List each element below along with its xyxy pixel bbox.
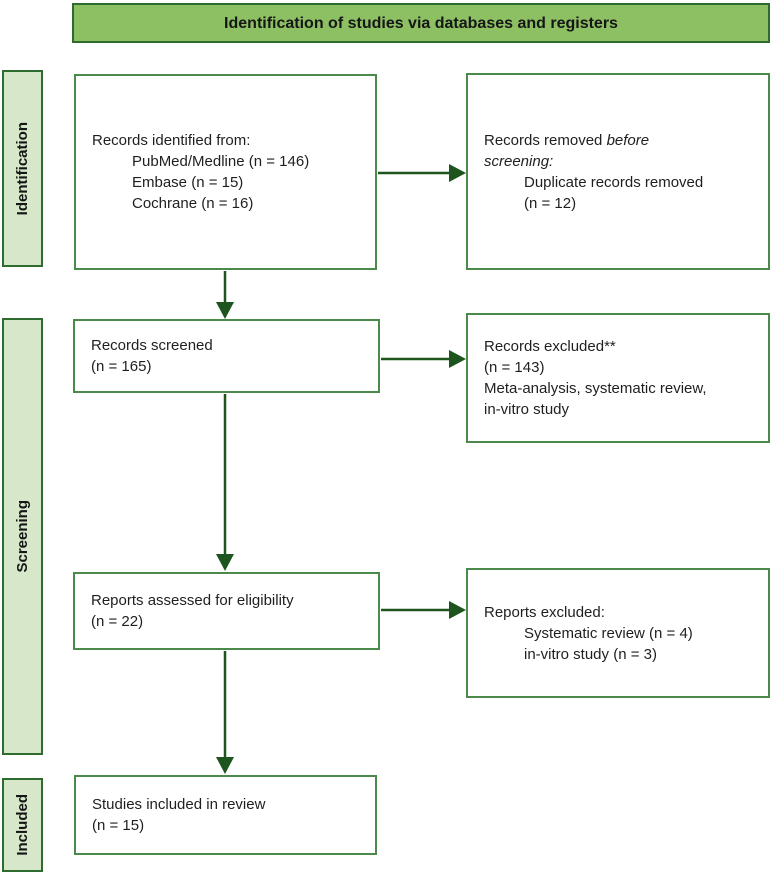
stage-label-identification-text: Identification: [14, 121, 31, 216]
records-excluded-line: Meta-analysis, systematic review,: [484, 380, 707, 397]
box-studies-included: Studies included in review (n = 15): [74, 775, 377, 855]
diagram-header: Identification of studies via databases …: [72, 3, 770, 43]
records-removed-title-italic: screening:: [484, 152, 554, 170]
stage-label-screening-text: Screening: [14, 500, 31, 573]
records-identified-item: Embase (n = 15): [132, 174, 244, 191]
arrow-assessed-to-reports-excluded: [381, 601, 466, 619]
arrow-screened-to-excluded: [381, 350, 466, 368]
box-reports-assessed: Reports assessed for eligibility (n = 22…: [73, 572, 380, 650]
records-excluded-line: Records excluded**: [484, 338, 616, 355]
box-reports-excluded: Reports excluded: Systematic review (n =…: [466, 568, 770, 698]
box-records-excluded: Records excluded** (n = 143) Meta-analys…: [466, 313, 770, 443]
diagram-title: Identification of studies via databases …: [224, 14, 618, 32]
arrow-assessed-to-included: [216, 651, 234, 774]
records-excluded-line: (n = 143): [484, 359, 545, 376]
records-identified-item: Cochrane (n = 16): [132, 195, 254, 212]
records-identified-item: PubMed/Medline (n = 146): [132, 153, 310, 170]
records-removed-item: (n = 12): [524, 194, 577, 212]
box-records-identified-title: Records identified from:: [92, 132, 251, 149]
box-reports-excluded-title: Reports excluded:: [484, 603, 605, 621]
records-removed-item: Duplicate records removed: [524, 173, 704, 191]
stage-label-screening: Screening: [2, 318, 43, 755]
arrow-identified-to-removed: [378, 164, 466, 182]
records-screened-line: Records screened: [91, 337, 213, 354]
box-records-screened: Records screened (n = 165): [73, 319, 380, 393]
records-excluded-line: in-vitro study: [484, 401, 570, 418]
reports-assessed-line: (n = 22): [91, 613, 144, 630]
arrow-identified-to-screened: [216, 271, 234, 319]
box-records-identified: Records identified from: PubMed/Medline …: [74, 74, 377, 270]
stage-label-included-text: Included: [14, 794, 31, 856]
reports-assessed-line: Reports assessed for eligibility: [91, 592, 294, 609]
reports-excluded-item: Systematic review (n = 4): [524, 624, 693, 642]
reports-excluded-item: in-vitro study (n = 3): [524, 645, 657, 663]
records-removed-title-italic: before: [606, 131, 650, 149]
stage-label-identification: Identification: [2, 70, 43, 267]
records-screened-line: (n = 165): [91, 358, 152, 375]
arrow-screened-to-assessed: [216, 394, 234, 571]
studies-included-line: Studies included in review: [92, 796, 266, 813]
stage-label-included: Included: [2, 778, 43, 872]
studies-included-line: (n = 15): [92, 817, 145, 834]
